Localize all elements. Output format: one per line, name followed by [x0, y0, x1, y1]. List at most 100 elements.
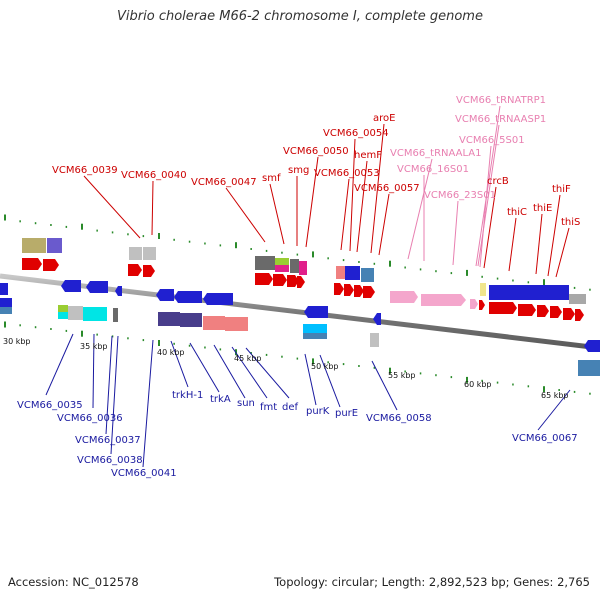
scale-tick — [435, 270, 437, 273]
scale-tick — [573, 390, 576, 393]
gene-label: VCM66_0057 — [354, 183, 420, 194]
scale-tick — [173, 342, 175, 345]
gene-label: sun — [237, 398, 255, 409]
scale-tick — [204, 242, 206, 245]
gene-arrow — [584, 340, 600, 352]
cog-block — [370, 333, 379, 347]
gene-label: VCM66_0058 — [366, 413, 432, 424]
cog-block — [225, 317, 248, 331]
scale-tick — [296, 357, 299, 360]
scale-tick — [127, 337, 129, 340]
scale-label: 35 kbp — [80, 342, 108, 351]
scale-tick — [419, 372, 422, 375]
scale-label: 60 kbp — [464, 380, 492, 389]
rna-label: VCM66_tRNATRP1 — [456, 95, 546, 106]
gene-label: VCM66_0037 — [75, 435, 141, 446]
gene-label: thiS — [561, 217, 580, 228]
gene-arrow — [563, 308, 575, 320]
rna-arrow — [479, 300, 485, 310]
rna-label: VCM66_tRNAALA1 — [390, 148, 482, 159]
scale-tick — [4, 214, 6, 221]
rna-gene-labels: VCM66_tRNATRP1 VCM66_tRNAASP1 VCM66_5S01… — [390, 95, 546, 201]
scale-tick — [265, 353, 268, 356]
scale-label: 65 kbp — [541, 391, 569, 400]
scale-label: 50 kbp — [311, 362, 339, 371]
cog-block — [83, 307, 107, 321]
scale-tick — [173, 238, 175, 241]
scale-tick — [496, 381, 499, 384]
gene-label: VCM66_0053 — [314, 168, 380, 179]
scale-tick — [19, 324, 21, 327]
gene-label: VCM66_0036 — [57, 413, 123, 424]
scale-tick — [342, 259, 345, 262]
cog-block — [47, 238, 62, 253]
rna-label: VCM66_5S01 — [459, 135, 525, 146]
reverse-genes — [0, 280, 600, 352]
cog-block — [255, 256, 275, 270]
scale-tick — [373, 366, 376, 369]
gene-arrow — [273, 274, 287, 286]
cog-block — [275, 265, 289, 272]
scale-label: 40 kbp — [157, 348, 185, 357]
cog-block — [361, 268, 374, 282]
cog-block — [68, 306, 83, 320]
scale-tick — [81, 330, 83, 337]
gene-arrow — [43, 259, 59, 271]
gene-arrow — [0, 283, 8, 295]
gene-arrow — [143, 265, 155, 277]
gene-label: VCM66_0054 — [323, 128, 389, 139]
scale-tick — [481, 275, 483, 278]
scale-tick — [589, 392, 591, 395]
gene-label: thiF — [552, 184, 571, 195]
gene-label: thiC — [507, 207, 527, 218]
gene-label: VCM66_0039 — [52, 165, 118, 176]
scale-label: 55 kbp — [388, 371, 416, 380]
scale-tick — [527, 281, 530, 284]
genome-summary-text: Topology: circular; Length: 2,892,523 bp… — [274, 575, 590, 589]
reverse-cog-blocks — [0, 298, 600, 376]
gene-arrow — [344, 284, 354, 296]
gene-arrow — [304, 306, 328, 318]
scale-tick — [158, 340, 160, 346]
gene-arrow — [550, 306, 562, 318]
gene-label: thiE — [533, 203, 552, 214]
scale-tick — [235, 242, 237, 249]
cog-block — [569, 294, 586, 304]
scale-tick — [512, 383, 514, 386]
cog-block — [489, 285, 569, 300]
scale-tick — [281, 355, 283, 358]
scale-tick — [466, 269, 468, 276]
gene-label: fmt — [260, 402, 277, 413]
scale-tick — [81, 223, 83, 230]
cog-block — [303, 333, 327, 339]
scale-tick — [404, 370, 406, 373]
cog-block — [113, 308, 118, 322]
cog-block — [299, 261, 307, 275]
cog-block — [180, 313, 202, 327]
gene-arrow — [174, 291, 202, 303]
scale-tick — [142, 339, 145, 342]
scale-tick — [250, 248, 252, 250]
gene-arrow — [115, 286, 122, 296]
cog-block — [578, 360, 600, 376]
gene-label: purK — [306, 406, 330, 417]
scale-tick — [265, 249, 268, 252]
gene-arrow — [203, 293, 233, 305]
cog-block — [336, 266, 345, 279]
scale-tick — [158, 233, 160, 239]
gene-label: VCM66_0038 — [77, 455, 143, 466]
scale-tick — [527, 385, 530, 388]
gene-arrow — [86, 281, 108, 293]
gene-label: VCM66_0040 — [121, 170, 187, 181]
scale-tick — [250, 352, 252, 354]
scale-tick — [404, 266, 406, 269]
gene-label: def — [282, 402, 299, 413]
scale-tick — [419, 268, 422, 271]
gene-arrow — [287, 275, 299, 287]
map-title: Vibrio cholerae M66-2 chromosome I, comp… — [117, 9, 483, 24]
scale-tick — [481, 379, 483, 382]
scale-tick — [219, 348, 222, 351]
gene-label: VCM66_0041 — [111, 468, 177, 479]
rna-label: VCM66_tRNAASP1 — [455, 114, 546, 125]
gene-arrow — [537, 305, 549, 317]
